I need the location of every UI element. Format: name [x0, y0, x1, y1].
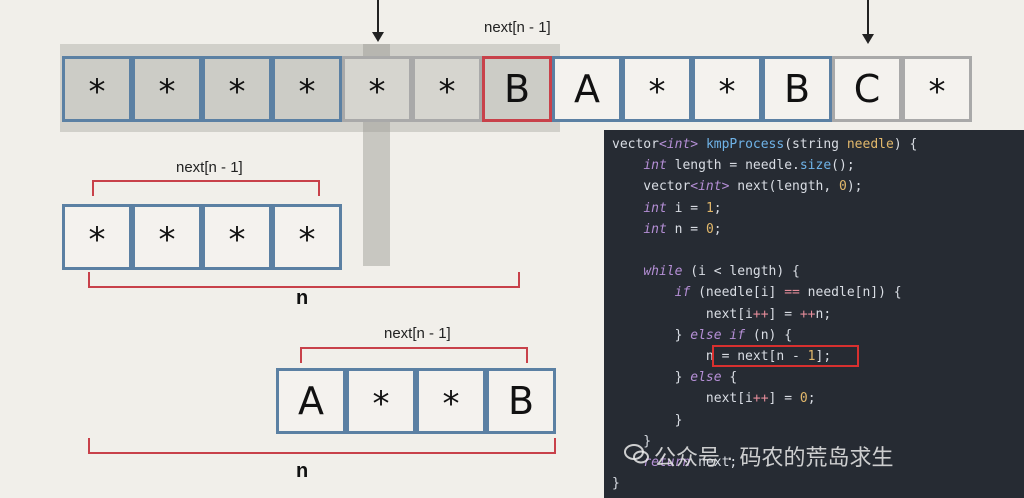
- wechat-icon: [624, 444, 649, 464]
- main-cell-6-text: B: [503, 67, 531, 111]
- pointer-arrow-n-head: [862, 34, 874, 44]
- prefix-cell-1-text: *: [158, 220, 176, 260]
- suffix-n-bracket: [88, 438, 556, 454]
- suffix-top-bracket: [300, 347, 528, 363]
- suffix-cell-1: *: [346, 368, 416, 434]
- main-cell-4: *: [342, 56, 412, 122]
- suffix-cell-2-text: *: [442, 384, 460, 424]
- main-cell-8-text: *: [648, 72, 666, 112]
- main-cell-11-text: C: [853, 67, 881, 111]
- top-next-label: next[n - 1]: [484, 19, 551, 36]
- main-cell-7-text: A: [574, 67, 600, 111]
- suffix-cell-0: A: [276, 368, 346, 434]
- main-cell-12: *: [902, 56, 972, 122]
- prefix-top-bracket: [92, 180, 320, 196]
- code-panel: vector<int> kmpProcess(string needle) { …: [604, 130, 1024, 498]
- suffix-cell-2: *: [416, 368, 486, 434]
- main-cell-5: *: [412, 56, 482, 122]
- main-cell-5-text: *: [438, 72, 456, 112]
- main-cell-0-text: *: [88, 72, 106, 112]
- prefix-n-bracket: [88, 272, 520, 288]
- main-cell-9: *: [692, 56, 762, 122]
- suffix-cell-1-text: *: [372, 384, 390, 424]
- main-cell-1: *: [132, 56, 202, 122]
- watermark-text: 公众号 · 码农的荒岛求生: [654, 445, 894, 470]
- pointer-arrow-i-line: [377, 0, 379, 32]
- prefix-n-label: n: [296, 287, 309, 309]
- main-cell-12-text: *: [928, 72, 946, 112]
- main-cell-10: B: [762, 56, 832, 122]
- main-cell-3: *: [272, 56, 342, 122]
- main-cell-1-text: *: [158, 72, 176, 112]
- suffix-array: A * * B: [276, 368, 556, 434]
- code-block: vector<int> kmpProcess(string needle) { …: [612, 137, 918, 492]
- suffix-cell-0-text: A: [298, 379, 324, 423]
- prefix-cell-1: *: [132, 204, 202, 270]
- prefix-cell-0-text: *: [88, 220, 106, 260]
- main-cell-4-text: *: [368, 72, 386, 112]
- suffix-next-label: next[n - 1]: [384, 325, 451, 342]
- main-cell-0: *: [62, 56, 132, 122]
- prefix-next-label: next[n - 1]: [176, 159, 243, 176]
- main-cell-9-text: *: [718, 72, 736, 112]
- main-cell-10-text: B: [783, 67, 811, 111]
- main-cell-2: *: [202, 56, 272, 122]
- highlighted-code-line-box: [712, 345, 859, 367]
- suffix-n-label: n: [296, 460, 309, 482]
- prefix-cell-3: *: [272, 204, 342, 270]
- pointer-arrow-i-head: [372, 32, 384, 42]
- prefix-cell-3-text: *: [298, 220, 316, 260]
- prefix-cell-2-text: *: [228, 220, 246, 260]
- main-cell-11: C: [832, 56, 902, 122]
- main-cell-7: A: [552, 56, 622, 122]
- main-cell-3-text: *: [298, 72, 316, 112]
- suffix-cell-3: B: [486, 368, 556, 434]
- suffix-cell-3-text: B: [507, 379, 535, 423]
- prefix-array: * * * *: [62, 204, 342, 270]
- main-cell-2-text: *: [228, 72, 246, 112]
- prefix-cell-2: *: [202, 204, 272, 270]
- main-cell-6: B: [482, 56, 552, 122]
- main-cell-8: *: [622, 56, 692, 122]
- prefix-cell-0: *: [62, 204, 132, 270]
- pointer-arrow-n-line: [867, 0, 869, 34]
